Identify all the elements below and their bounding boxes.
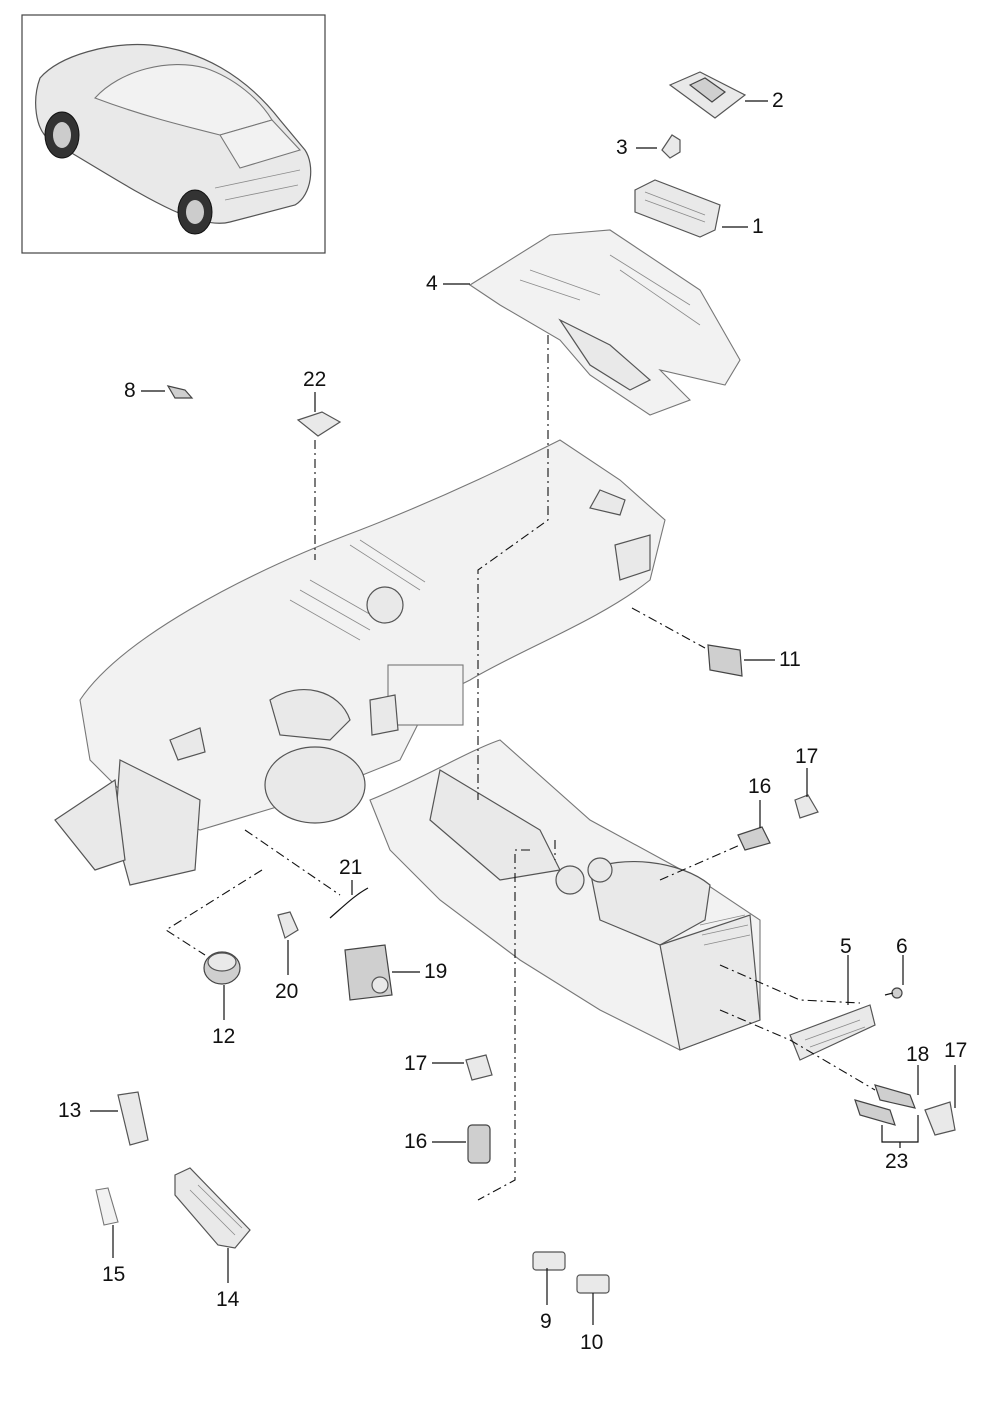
callout-13: 13 — [58, 1099, 81, 1122]
callout-16-lower: 16 — [404, 1130, 427, 1153]
centre-console — [369, 739, 761, 1051]
part-19-ignition — [344, 944, 393, 1001]
callout-10: 10 — [580, 1331, 603, 1354]
callout-4: 4 — [426, 272, 438, 295]
callout-17-middle: 17 — [404, 1052, 427, 1075]
callout-1: 1 — [752, 215, 764, 238]
part-21-cable — [329, 887, 369, 919]
dashboard-assembly — [54, 439, 666, 886]
part-2-cover — [668, 71, 747, 119]
part-18-socket — [874, 1084, 916, 1109]
callout-21: 21 — [339, 856, 362, 879]
part-16-socket-upper — [737, 826, 771, 851]
part-3-pin — [661, 134, 681, 159]
callout-22: 22 — [303, 368, 326, 391]
callout-6: 6 — [896, 935, 908, 958]
part-23-socket — [854, 1099, 896, 1126]
part-15-cover — [95, 1187, 119, 1226]
callout-23: 23 — [885, 1150, 908, 1173]
callout-20: 20 — [275, 980, 298, 1003]
part-17-cap-upper — [794, 794, 819, 819]
callout-9: 9 — [540, 1310, 552, 1333]
callout-14: 14 — [216, 1288, 240, 1311]
part-4-console-trim — [468, 229, 741, 416]
part-17-cap-middle — [465, 1054, 493, 1081]
part-17-cap-right — [924, 1101, 956, 1136]
part-8-clip — [166, 385, 194, 399]
part-22-sensor — [296, 411, 342, 437]
callout-5: 5 — [840, 935, 852, 958]
part-12-knob — [203, 951, 241, 985]
callout-19: 19 — [424, 960, 447, 983]
callout-11: 11 — [779, 648, 801, 671]
part-20-bracket — [277, 911, 299, 939]
callout-17-right: 17 — [944, 1039, 967, 1062]
part-5-rear-trim — [789, 1004, 876, 1061]
callout-2: 2 — [772, 89, 784, 112]
part-16-socket-lower — [467, 1124, 491, 1164]
leader-lines — [90, 100, 956, 1325]
callout-12: 12 — [212, 1025, 235, 1048]
part-11-module — [707, 644, 743, 677]
suv-illustration — [35, 43, 312, 235]
part-6-screw — [884, 987, 903, 999]
part-9-switch — [532, 1251, 566, 1271]
assembly-lines — [164, 335, 876, 1201]
callout-3: 3 — [616, 136, 628, 159]
callout-labels: 1 2 3 4 5 6 8 9 10 11 12 13 14 15 16 16 … — [58, 89, 967, 1354]
part-10-switch — [576, 1274, 610, 1294]
part-14-window-switch — [174, 1167, 251, 1249]
part-13-switch — [117, 1091, 149, 1146]
callout-8: 8 — [124, 379, 136, 402]
part-1-switch-panel — [634, 179, 721, 238]
callout-15: 15 — [102, 1263, 125, 1286]
callout-16-upper: 16 — [748, 775, 771, 798]
vehicle-inset — [21, 14, 326, 254]
callout-17-upper: 17 — [795, 745, 818, 768]
callout-18: 18 — [906, 1043, 929, 1066]
